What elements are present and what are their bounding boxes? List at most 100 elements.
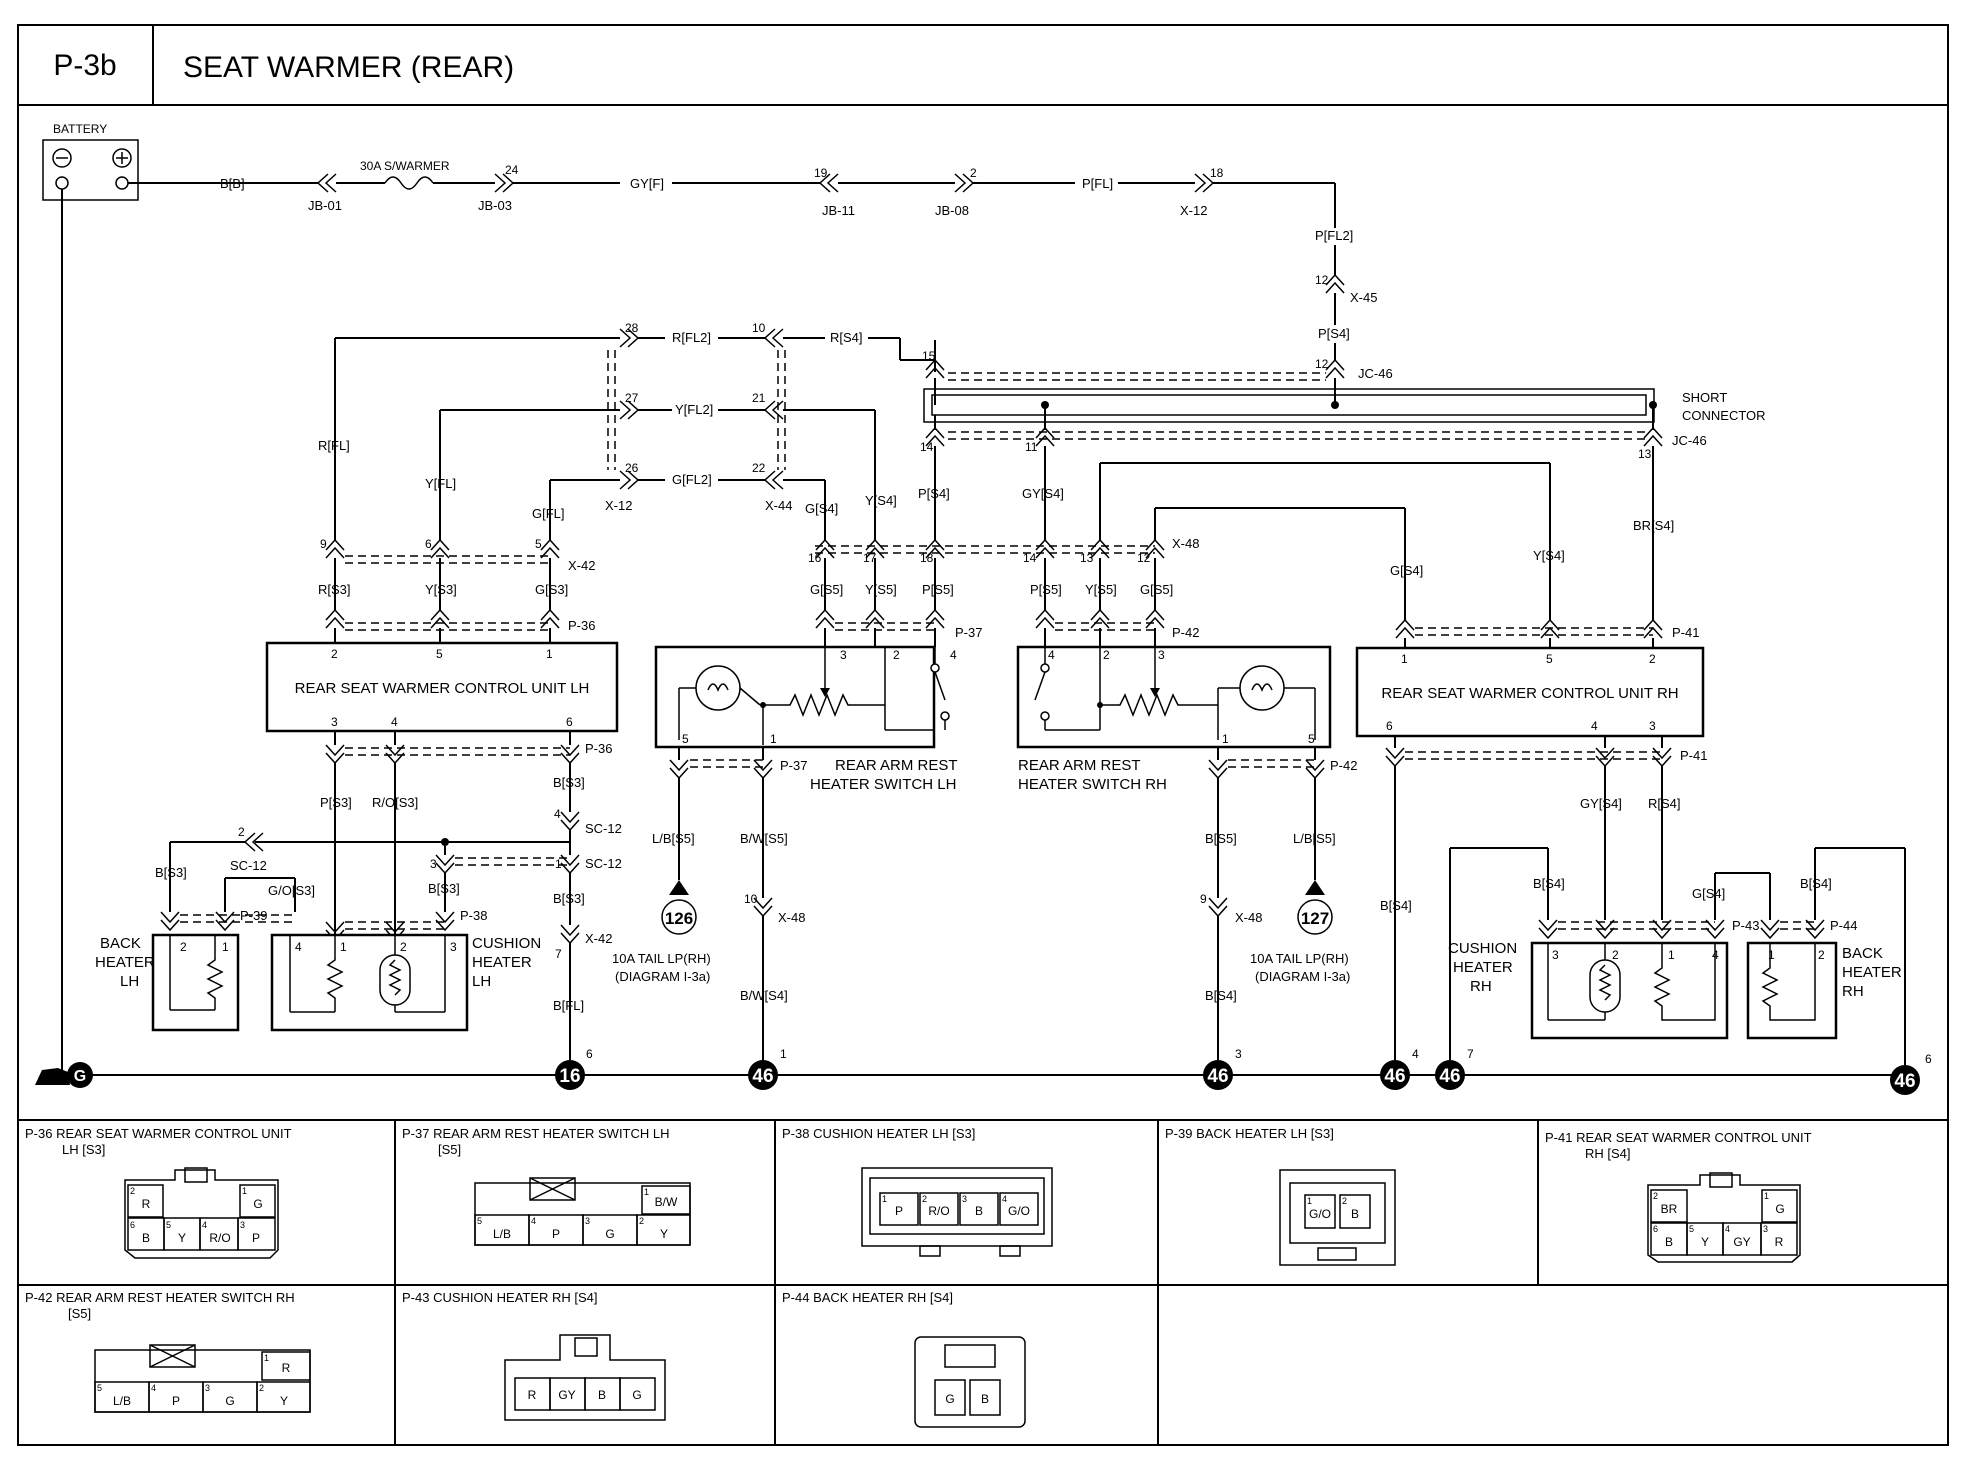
svg-text:BACK: BACK (1842, 945, 1883, 962)
svg-text:28: 28 (625, 321, 639, 335)
svg-text:6: 6 (1386, 719, 1393, 733)
battery-label: BATTERY (53, 122, 107, 136)
svg-text:19: 19 (814, 166, 828, 180)
svg-text:HEATER: HEATER (1842, 964, 1902, 981)
svg-text:6: 6 (130, 1220, 135, 1230)
svg-text:G[S4]: G[S4] (1692, 886, 1725, 901)
svg-text:R: R (528, 1388, 537, 1402)
svg-text:16: 16 (808, 551, 822, 565)
svg-text:Y[S4]: Y[S4] (1533, 548, 1565, 563)
svg-text:P-42: P-42 (1330, 758, 1357, 773)
page-title: SEAT WARMER (REAR) (183, 51, 514, 84)
svg-text:P[S4]: P[S4] (918, 486, 950, 501)
svg-text:2: 2 (1653, 1191, 1658, 1201)
svg-text:Y[S4]: Y[S4] (865, 493, 897, 508)
rheostat-icon (763, 692, 885, 718)
svg-text:X-12: X-12 (605, 498, 632, 513)
switch-contact-icon (934, 671, 946, 701)
svg-text:P-43 CUSHION HEATER RH [S4]: P-43 CUSHION HEATER RH [S4] (402, 1290, 598, 1305)
svg-text:[S5]: [S5] (68, 1306, 91, 1321)
svg-text:R/O: R/O (209, 1231, 230, 1245)
svg-text:14: 14 (920, 440, 934, 454)
svg-text:17: 17 (863, 551, 877, 565)
svg-text:P[S5]: P[S5] (922, 582, 954, 597)
svg-text:CONNECTOR: CONNECTOR (1682, 408, 1766, 423)
svg-text:4: 4 (202, 1220, 207, 1230)
ground-46-e (1890, 1065, 1920, 1095)
svg-text:2: 2 (180, 940, 187, 954)
connector-view-p41: P-41 REAR SEAT WARMER CONTROL UNIT RH [S… (1545, 1130, 1812, 1263)
svg-text:G: G (605, 1227, 614, 1241)
svg-text:12: 12 (1137, 551, 1151, 565)
svg-text:P: P (252, 1231, 260, 1245)
svg-text:REAR SEAT WARMER CONTROL UNIT: REAR SEAT WARMER CONTROL UNIT RH (1381, 685, 1678, 702)
svg-text:B[S3]: B[S3] (428, 881, 460, 896)
back-heater-rh (1746, 941, 1838, 1040)
ground-46-b (1203, 1060, 1233, 1090)
svg-text:G[S4]: G[S4] (805, 501, 838, 516)
svg-text:3: 3 (1552, 948, 1559, 962)
svg-text:2: 2 (238, 825, 245, 839)
svg-text:1: 1 (264, 1353, 269, 1363)
svg-text:1: 1 (882, 1194, 887, 1204)
svg-text:SC-12: SC-12 (585, 856, 622, 871)
svg-text:Y: Y (660, 1227, 668, 1241)
svg-text:L/B: L/B (493, 1227, 511, 1241)
fuse-label: 30A S/WARMER (360, 159, 450, 173)
svg-text:B/W[S4]: B/W[S4] (740, 988, 788, 1003)
svg-text:P-41 REAR SEAT WARMER CONTROL: P-41 REAR SEAT WARMER CONTROL UNIT (1545, 1130, 1812, 1145)
svg-text:HEATER SWITCH LH: HEATER SWITCH LH (810, 776, 956, 793)
svg-text:P: P (172, 1394, 180, 1408)
svg-text:18: 18 (1210, 166, 1224, 180)
svg-text:R/O[S3]: R/O[S3] (372, 795, 418, 810)
svg-text:16: 16 (559, 1066, 580, 1087)
svg-text:4: 4 (1048, 648, 1055, 662)
svg-text:3: 3 (840, 648, 847, 662)
svg-text:P[S4]: P[S4] (1318, 326, 1350, 341)
svg-text:2: 2 (1818, 948, 1825, 962)
reference-arrow-icon (669, 880, 689, 895)
page-code: P-3b (53, 49, 116, 82)
svg-text:4: 4 (391, 715, 398, 729)
svg-text:G: G (253, 1197, 262, 1211)
svg-text:1: 1 (1764, 1191, 1769, 1201)
svg-text:3: 3 (585, 1216, 590, 1226)
short-connector (923, 388, 1655, 423)
ground-46-c (1380, 1060, 1410, 1090)
x42-connector-row (325, 538, 560, 559)
svg-text:L/B[S5]: L/B[S5] (1293, 831, 1336, 846)
svg-text:P-44: P-44 (1830, 918, 1857, 933)
svg-text:P-42 REAR ARM REST HEATER SWIT: P-42 REAR ARM REST HEATER SWITCH RH (25, 1290, 295, 1305)
svg-text:13: 13 (1638, 447, 1652, 461)
svg-text:G[FL2]: G[FL2] (672, 472, 712, 487)
svg-text:LH: LH (120, 973, 139, 990)
svg-text:G/O[S3]: G/O[S3] (268, 883, 315, 898)
svg-text:B/W[S5]: B/W[S5] (740, 831, 788, 846)
cushion-heater-lh (270, 933, 469, 1032)
svg-text:CUSHION: CUSHION (1448, 940, 1517, 957)
svg-text:RH: RH (1470, 978, 1492, 995)
svg-text:2: 2 (1342, 1196, 1347, 1206)
svg-text:HEATER SWITCH RH: HEATER SWITCH RH (1018, 776, 1167, 793)
svg-text:R[S3]: R[S3] (318, 582, 351, 597)
svg-text:LH [S3]: LH [S3] (62, 1142, 105, 1157)
svg-text:Y: Y (280, 1394, 288, 1408)
svg-text:9: 9 (320, 537, 327, 551)
svg-text:B[S4]: B[S4] (1380, 898, 1412, 913)
svg-text:22: 22 (752, 461, 766, 475)
control-unit-rh (1355, 646, 1705, 738)
svg-text:18: 18 (920, 551, 934, 565)
svg-text:2: 2 (893, 648, 900, 662)
svg-text:SC-12: SC-12 (230, 858, 267, 873)
svg-text:46: 46 (1207, 1066, 1228, 1087)
svg-text:46: 46 (1384, 1066, 1405, 1087)
svg-text:X-12: X-12 (1180, 203, 1207, 218)
svg-text:G: G (225, 1394, 234, 1408)
svg-text:X-42: X-42 (585, 931, 612, 946)
svg-text:5: 5 (682, 732, 689, 746)
svg-text:G[S5]: G[S5] (1140, 582, 1173, 597)
svg-text:P: P (552, 1227, 560, 1241)
svg-text:5: 5 (535, 537, 542, 551)
svg-text:X-48: X-48 (1172, 536, 1199, 551)
svg-text:5: 5 (1689, 1224, 1694, 1234)
